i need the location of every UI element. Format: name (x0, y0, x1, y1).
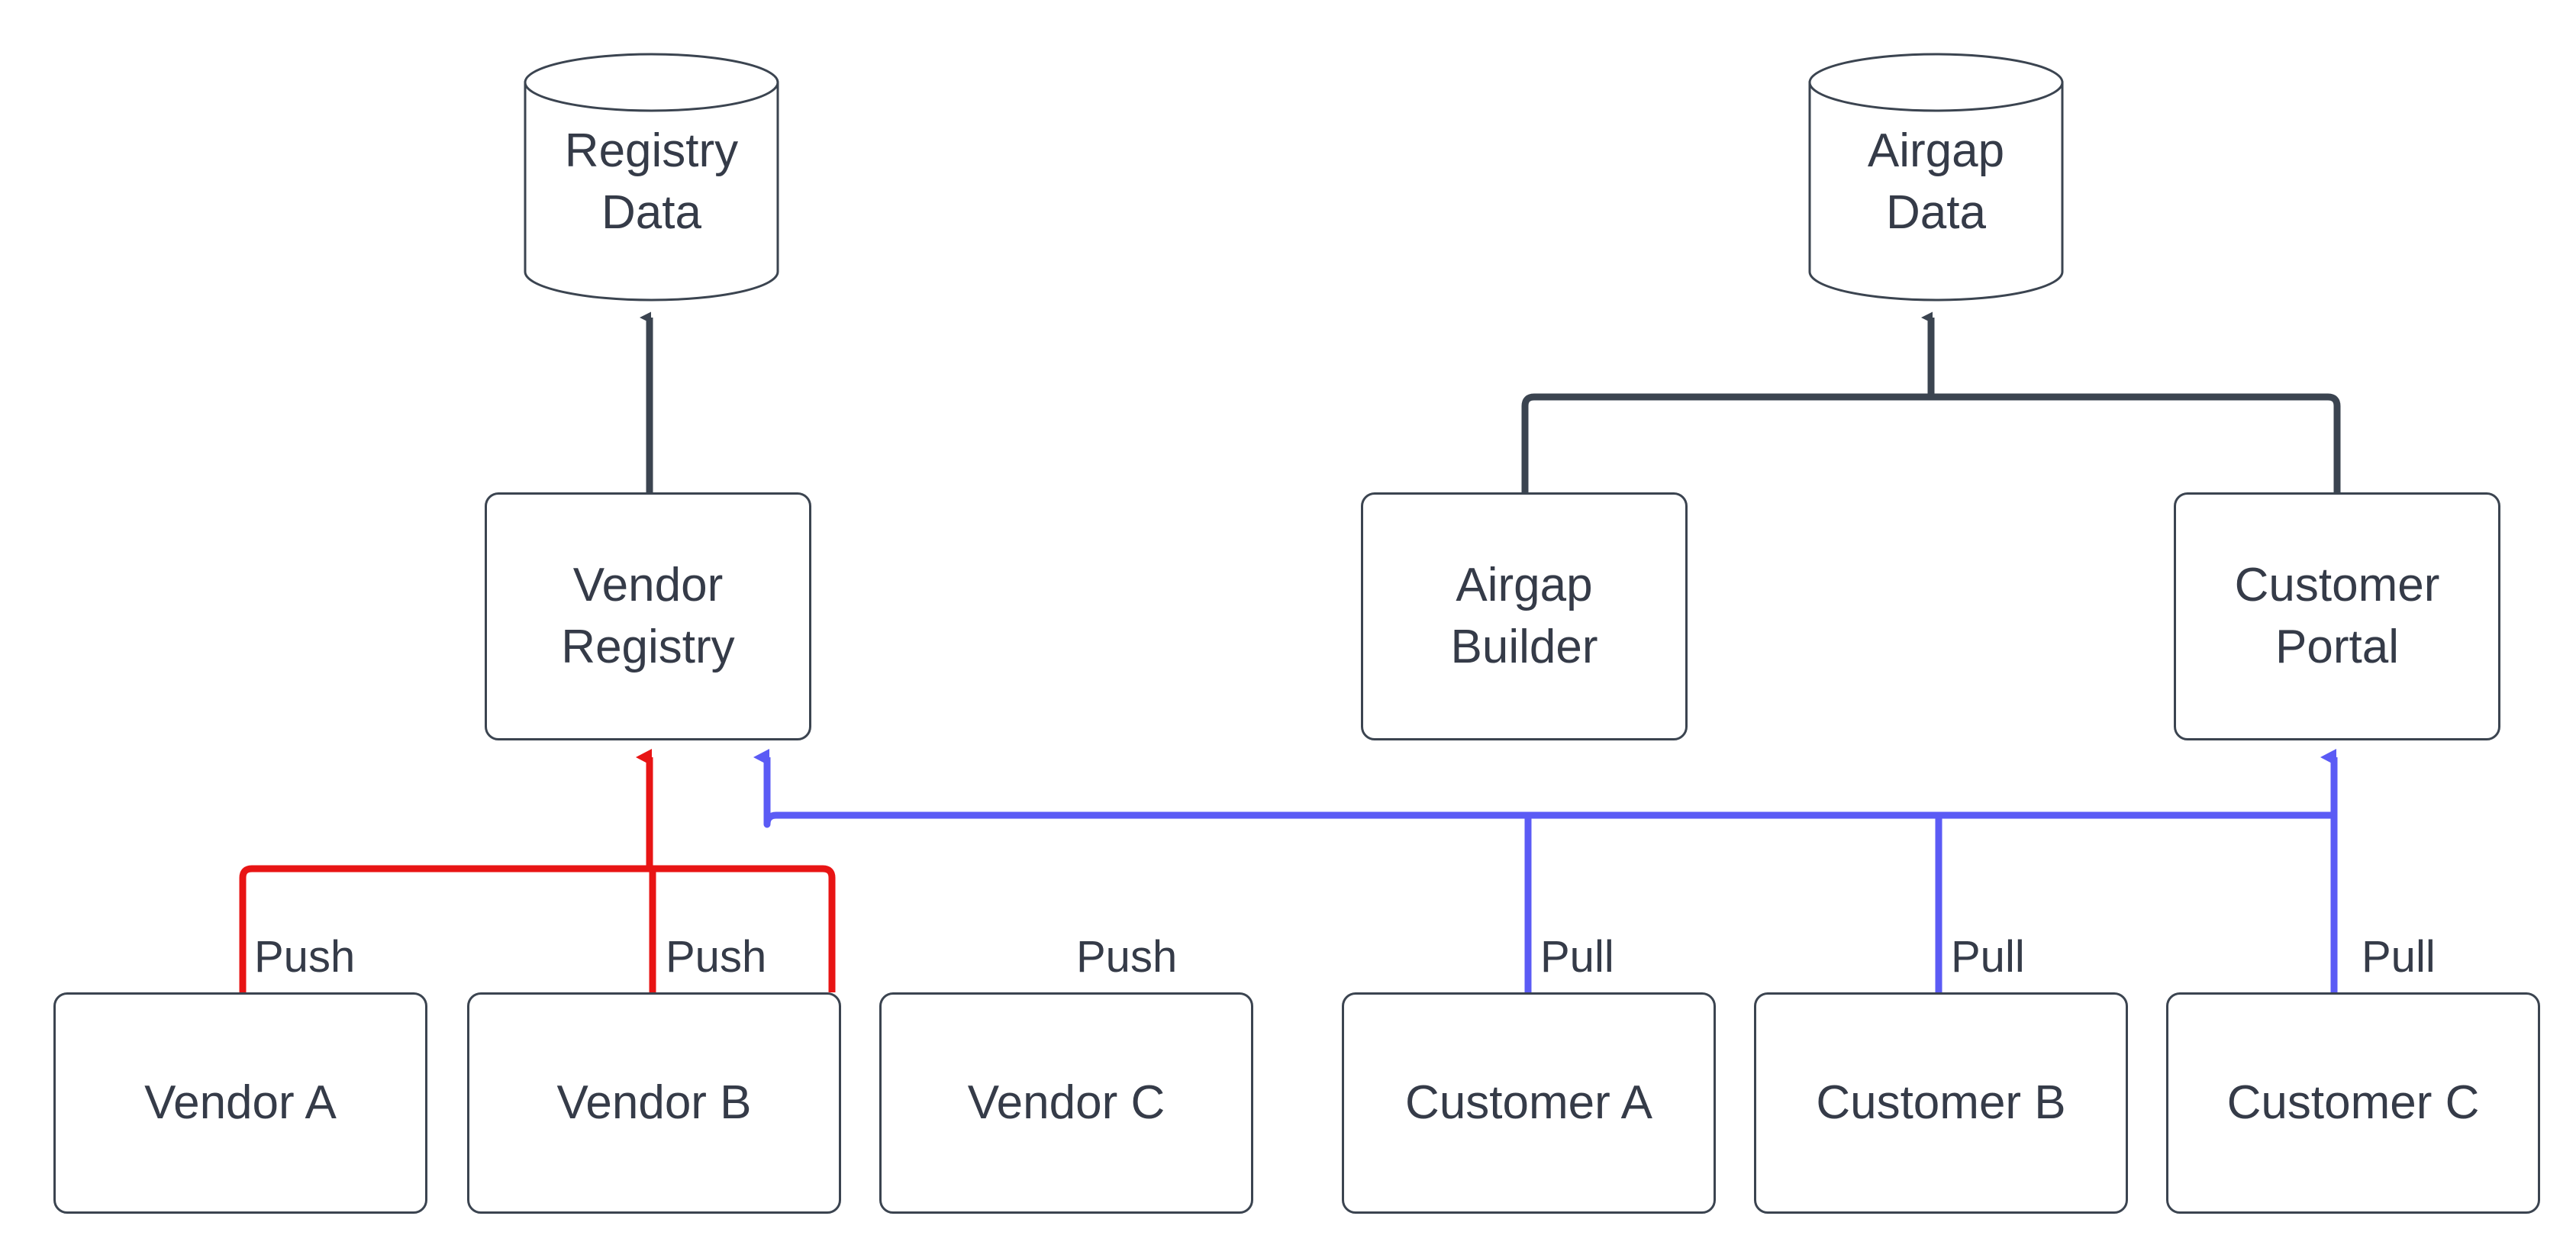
customer-a-box[interactable]: Customer A (1342, 992, 1716, 1214)
edge-label-pull-customer-b: Pull (1951, 932, 2025, 982)
edge-pull-bus (763, 757, 2334, 828)
service-customer-portal[interactable]: Customer Portal (2174, 492, 2500, 740)
service-vendor-registry[interactable]: Vendor Registry (485, 492, 811, 740)
service-airgap-builder[interactable]: Airgap Builder (1361, 492, 1688, 740)
edge-label-push-vendor-a: Push (254, 932, 356, 982)
edge-label-pull-customer-a: Pull (1540, 932, 1614, 982)
cylinder-shape-airgap-data (1808, 53, 2064, 302)
customer-b-box[interactable]: Customer B (1754, 992, 2128, 1214)
vendor-c-box[interactable]: Vendor C (879, 992, 1253, 1214)
edge-label-push-vendor-c: Push (1076, 932, 1178, 982)
datastore-registry-data[interactable]: Registry Data (523, 52, 780, 302)
vendor-b-box[interactable]: Vendor B (467, 992, 841, 1214)
datastore-airgap-data[interactable]: Airgap Data (1807, 52, 2065, 302)
cylinder-shape-registry-data (524, 53, 779, 302)
vendor-a-box[interactable]: Vendor A (53, 992, 427, 1214)
edge-label-push-vendor-b: Push (666, 932, 767, 982)
edge-push-bus (239, 865, 836, 992)
edge-services-to-airgap-bus (1521, 393, 2341, 492)
datastore-label: Airgap Data (1867, 124, 2005, 239)
customer-c-box[interactable]: Customer C (2166, 992, 2540, 1214)
edge-label-pull-customer-c: Pull (2362, 932, 2436, 982)
datastore-label: Registry Data (564, 124, 739, 239)
